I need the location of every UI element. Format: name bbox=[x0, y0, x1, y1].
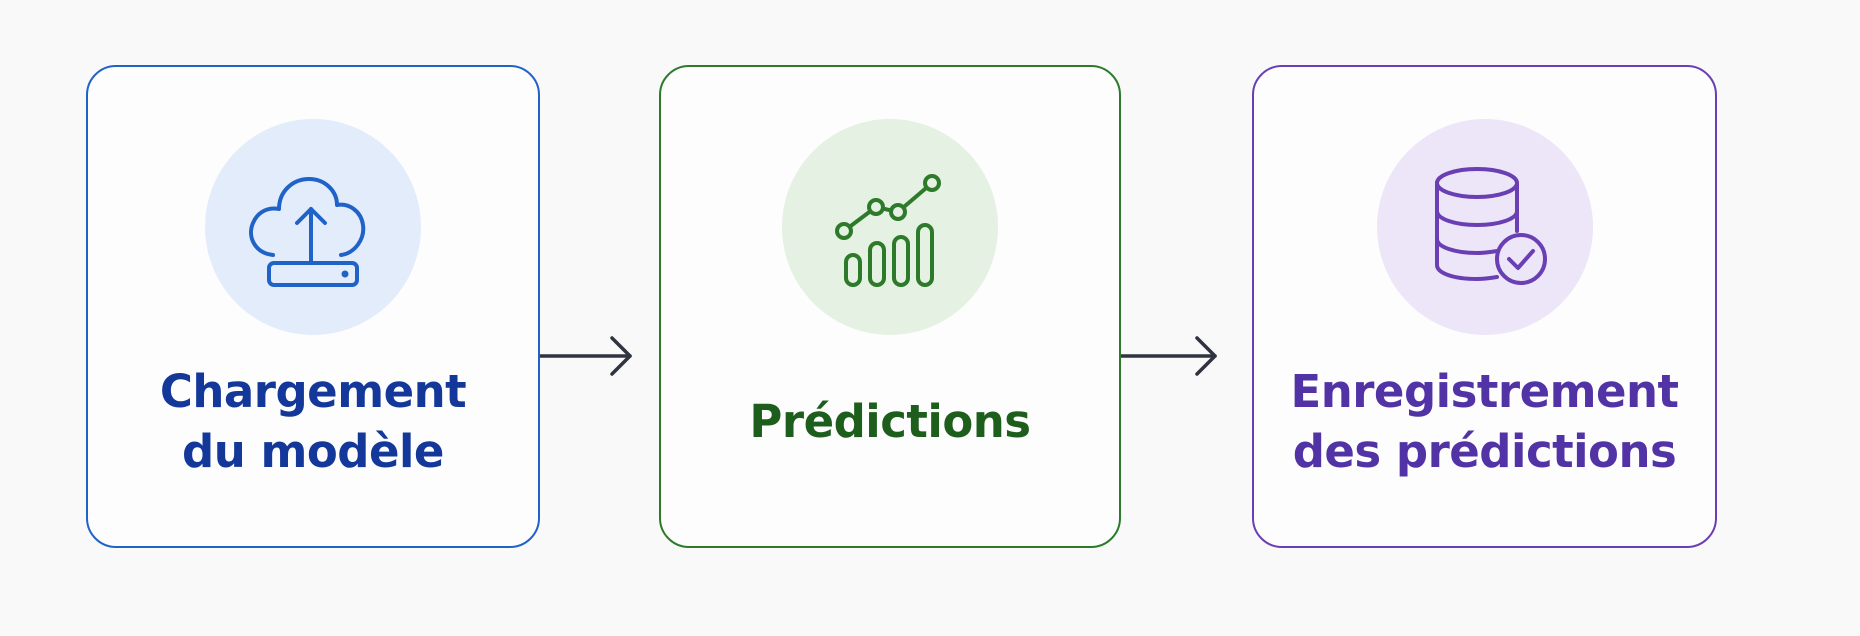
step-label: Enregistrement des prédictions bbox=[1254, 362, 1715, 482]
arrow-right-icon bbox=[1121, 336, 1217, 376]
chart-trend-icon bbox=[835, 174, 941, 287]
step-card-predictions: Prédictions bbox=[659, 65, 1121, 548]
cloud-upload-icon bbox=[249, 177, 366, 287]
icon-circle bbox=[205, 119, 421, 335]
arrow-right-icon bbox=[540, 336, 632, 376]
icon-circle bbox=[1376, 119, 1593, 335]
step-label-line: Prédictions bbox=[749, 395, 1031, 448]
step-label-line: du modèle bbox=[182, 425, 444, 478]
step-label-line: Enregistrement bbox=[1290, 365, 1679, 418]
step-card-model-loading: Chargement du modèle bbox=[86, 65, 540, 548]
step-label-line: des prédictions bbox=[1292, 425, 1677, 478]
step-card-save-predictions: Enregistrement des prédictions bbox=[1252, 65, 1717, 548]
step-label-line: Chargement bbox=[159, 365, 467, 418]
step-label: Chargement du modèle bbox=[88, 362, 538, 482]
step-label: Prédictions bbox=[661, 392, 1119, 452]
database-check-icon bbox=[1434, 167, 1547, 285]
icon-circle bbox=[782, 119, 998, 335]
